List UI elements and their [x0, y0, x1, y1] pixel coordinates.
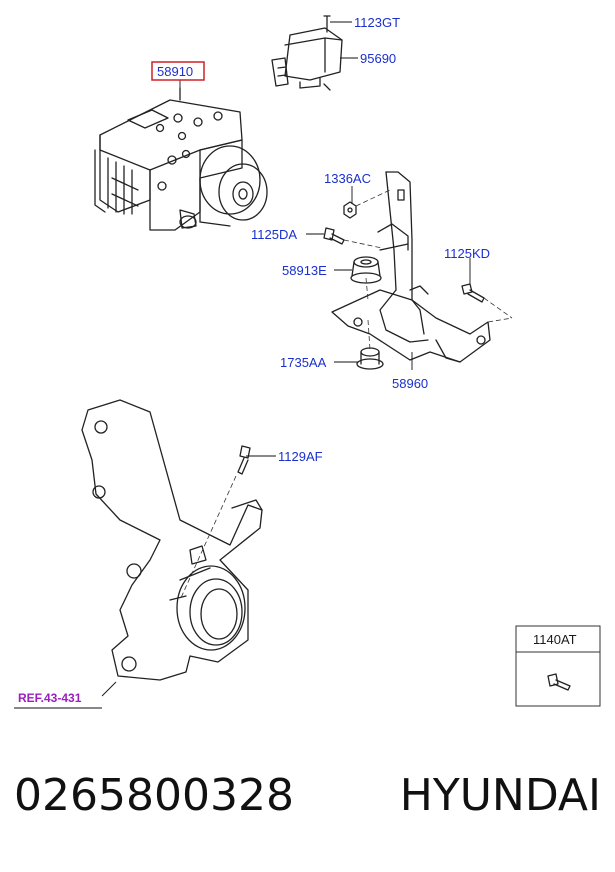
steering-knuckle-drawing: [81, 399, 263, 681]
nut-1336ac-drawing: [343, 201, 357, 219]
callout-bolt-da: 1125DA: [251, 227, 297, 242]
bolt-1140at-drawing: [547, 673, 571, 691]
callout-abs-unit: 58910: [157, 64, 193, 79]
bolt-1125kd-drawing: [461, 283, 485, 303]
callout-bracket: 58960: [392, 376, 428, 391]
bolt-1125da-drawing: [323, 227, 345, 245]
callout-sensor: 95690: [360, 51, 396, 66]
footer-caption: 0265800328 HYUNDAI: [0, 770, 615, 840]
abs-modulator-drawing: [94, 87, 268, 231]
footer-part-number: 0265800328: [14, 770, 294, 821]
callout-bushing-aa: 1735AA: [280, 355, 327, 370]
callout-bolt-kd: 1125KD: [444, 246, 490, 261]
inset-box-label: 1140AT: [533, 632, 577, 647]
inset-box: 1140AT: [515, 625, 601, 707]
callout-bushing-e: 58913E: [282, 263, 327, 278]
callout-bolt-af: 1129AF: [278, 449, 323, 464]
yaw-sensor-drawing: [271, 15, 343, 91]
callout-bolt-top: 1123GT: [354, 15, 400, 30]
bolt-1129af-drawing: [237, 445, 251, 475]
bushing-1735aa-drawing: [356, 347, 384, 370]
footer-brand: HYUNDAI: [399, 770, 601, 821]
bracket-drawing: [331, 171, 491, 363]
abs-unit-highlight-box: [151, 61, 205, 81]
bushing-58913e-drawing: [350, 256, 382, 284]
reference-link[interactable]: REF.43-431: [18, 691, 82, 705]
callout-nut: 1336AC: [324, 171, 371, 186]
